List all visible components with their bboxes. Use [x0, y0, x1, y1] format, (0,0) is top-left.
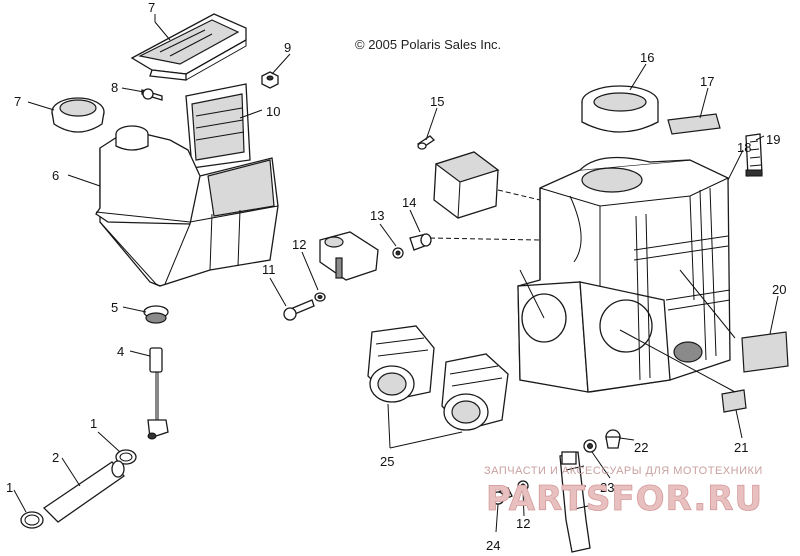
callout-24: 24 [486, 538, 500, 553]
callout-20: 20 [772, 282, 786, 297]
callout-8: 7 [148, 0, 155, 15]
electronic-module [433, 151, 541, 219]
copyright-text: © 2005 Polaris Sales Inc. [355, 37, 501, 52]
watermark-logo: PARTSFOR.RU [486, 479, 763, 519]
part-16-ring-seal [581, 85, 659, 133]
part-12-washer-upper [314, 292, 326, 302]
leader-lines [13, 14, 779, 533]
part-23-washer [583, 439, 597, 453]
part-14-nut [409, 233, 432, 251]
part-18-airbox [517, 156, 731, 393]
part-3-drain-assembly [147, 347, 169, 440]
callout-3: 4 [117, 344, 124, 359]
part-20-decal [741, 331, 789, 373]
part-17-decal [667, 113, 721, 135]
callout-labels: 7 9 8 7 10 6 5 4 1 2 1 11 12 13 14 15 16… [6, 0, 786, 553]
callout-2: 2 [52, 450, 59, 465]
part-25-boot-right [441, 353, 509, 431]
callout-18: 18 [737, 140, 751, 155]
callout-9: 9 [284, 40, 291, 55]
callout-23: 23 [600, 480, 614, 495]
callout-12-upper: 12 [292, 237, 306, 252]
callout-5: 6 [52, 168, 59, 183]
callout-6: 7 [14, 94, 21, 109]
part-2-hose [42, 460, 125, 523]
part-4-grommet [143, 305, 169, 324]
part-15-screw [416, 135, 436, 150]
part-19-clip [745, 133, 763, 177]
part-12-washer-lower [517, 480, 529, 492]
part-25-boot-left [367, 325, 435, 403]
callout-1-upper: 1 [90, 416, 97, 431]
callout-16: 16 [640, 50, 654, 65]
callout-4: 5 [111, 300, 118, 315]
part-5-reservoir-tank [95, 125, 279, 287]
part-13-washer [392, 247, 404, 259]
callout-17: 17 [700, 74, 714, 89]
callout-7: 8 [111, 80, 118, 95]
part-1-clamp-upper [115, 449, 137, 465]
callout-12-lower: 12 [516, 516, 530, 531]
callout-1-lower: 1 [6, 480, 13, 495]
watermark: ЗАПЧАСТИ И АКСЕССУАРЫ ДЛЯ МОТОТЕХНИКИ PA… [484, 465, 763, 519]
callout-19: 19 [766, 132, 780, 147]
callout-15: 15 [430, 94, 444, 109]
part-1-clamp-lower [20, 511, 44, 529]
callout-11: 11 [262, 262, 276, 277]
part-21-decal [721, 389, 747, 413]
callout-22: 22 [634, 440, 648, 455]
callout-25: 25 [380, 454, 394, 469]
part-10-foam-filter [185, 83, 251, 169]
part-22-bolt [605, 429, 621, 449]
part-8-cover [130, 13, 247, 81]
bottom-bracket [559, 451, 591, 553]
part-9-nut [261, 71, 279, 89]
watermark-tagline: ЗАПЧАСТИ И АКСЕССУАРЫ ДЛЯ МОТОТЕХНИКИ [484, 465, 763, 477]
part-11-bolt [283, 299, 315, 321]
part-7-screw [141, 88, 163, 101]
callout-14: 14 [402, 195, 416, 210]
valve-housing [319, 231, 379, 281]
part-6-filler-cap [51, 97, 105, 133]
callout-13: 13 [370, 208, 384, 223]
callout-10: 10 [266, 104, 280, 119]
callout-21: 21 [734, 440, 748, 455]
